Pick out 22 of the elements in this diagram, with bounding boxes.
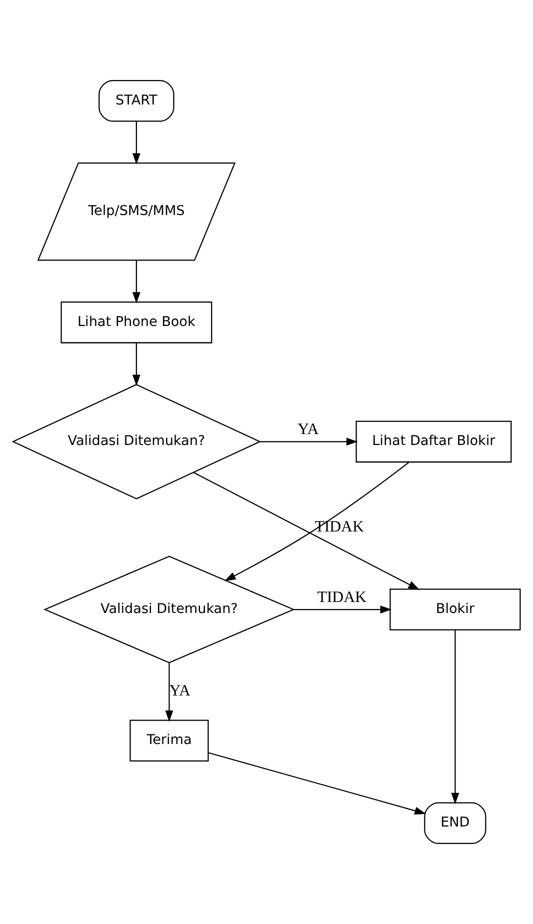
edge-label: TIDAK xyxy=(314,518,364,536)
node-box: START xyxy=(98,80,174,122)
arrow xyxy=(193,472,420,590)
node-box: Blokir xyxy=(390,588,521,630)
arrow xyxy=(260,438,358,446)
arrow xyxy=(208,752,426,815)
arrow xyxy=(165,662,174,722)
node-diamond: Validasi Ditemukan? xyxy=(43,556,295,664)
edge-label: YA xyxy=(169,682,190,700)
arrow xyxy=(132,342,140,386)
arrow xyxy=(132,260,140,304)
node-diamond: Validasi Ditemukan? xyxy=(12,384,262,500)
node-box: Terima xyxy=(130,720,209,762)
arrow xyxy=(132,121,140,165)
edge-label: YA xyxy=(298,420,319,438)
arrow xyxy=(451,630,460,804)
node-box: Lihat Phone Book xyxy=(60,302,212,344)
arrow xyxy=(224,462,410,582)
edge-label: TIDAK xyxy=(317,588,366,606)
arrow xyxy=(294,606,392,614)
node-box: END xyxy=(424,802,486,844)
node-box: Lihat Daftar Blokir xyxy=(356,420,512,463)
